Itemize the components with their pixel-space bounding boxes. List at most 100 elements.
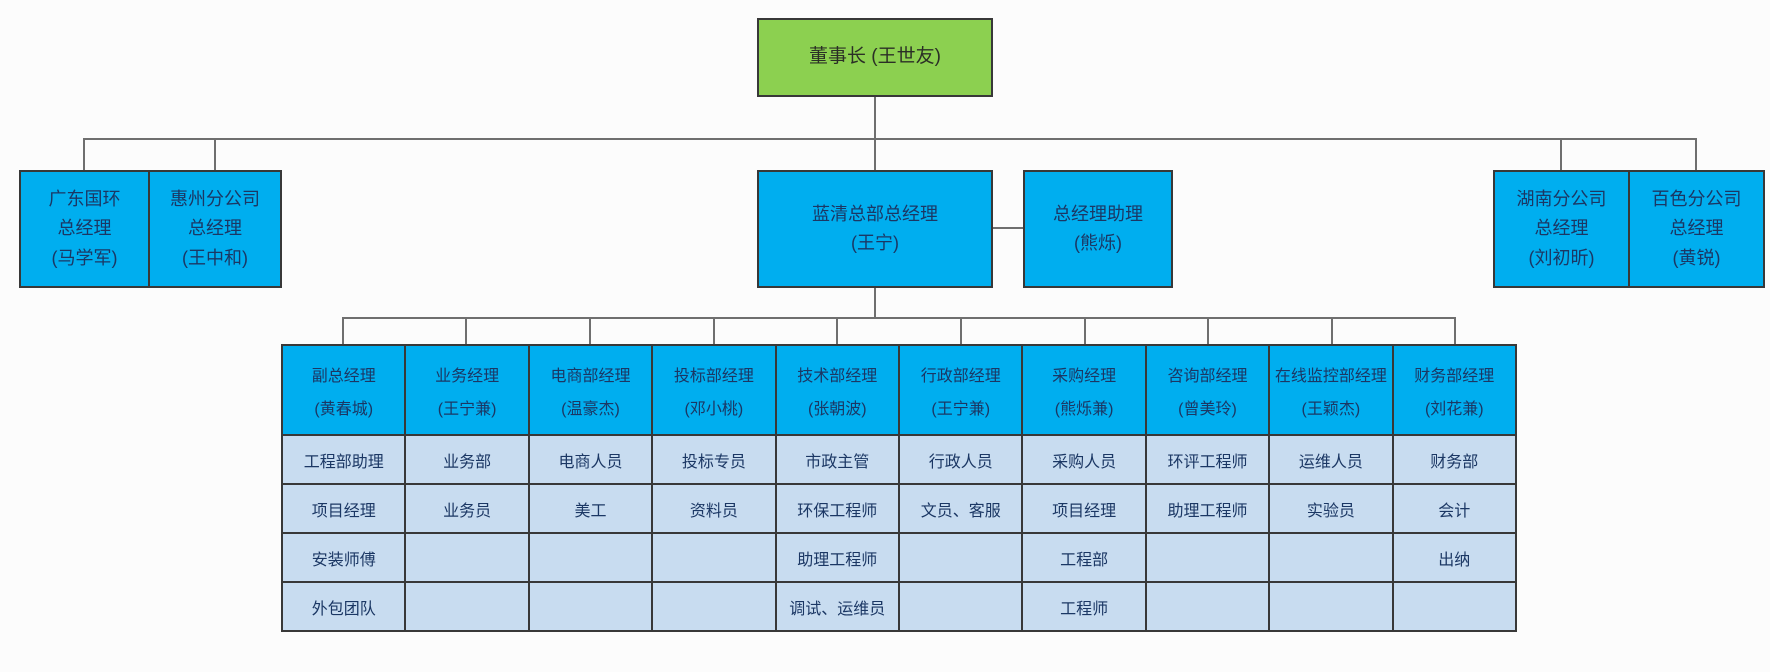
connector-assistant-link xyxy=(993,227,1023,229)
staff-cell: 项目经理 xyxy=(1023,485,1145,532)
connector-drop-dept-5 xyxy=(836,319,838,344)
dept-head: 行政部经理 (王宁兼) xyxy=(900,346,1022,434)
dept-head: 采购经理 (熊烁兼) xyxy=(1023,346,1145,434)
dept-title: 业务经理 xyxy=(435,367,500,385)
dept-title: 财务部经理 xyxy=(1414,367,1495,385)
dept-column-business: 业务经理 (王宁兼) 业务部 业务员 xyxy=(406,346,528,630)
dept-title: 采购经理 xyxy=(1052,367,1117,385)
connector-drop-dept-4 xyxy=(713,319,715,344)
dept-column-technology: 技术部经理 (张朝波) 市政主管 环保工程师 助理工程师 调试、运维员 xyxy=(776,346,898,630)
dept-column-finance: 财务部经理 (刘花兼) 财务部 会计 出纳 xyxy=(1393,346,1515,630)
chairman-box: 董事长 (王世友) xyxy=(757,18,993,97)
staff-cell xyxy=(406,534,528,581)
dept-title: 在线监控部经理 xyxy=(1274,367,1387,385)
dept-column-online-monitoring: 在线监控部经理 (王颖杰) 运维人员 实验员 xyxy=(1270,346,1392,630)
staff-cell: 运维人员 xyxy=(1270,436,1392,483)
dept-manager-name: (刘花兼) xyxy=(1424,400,1484,418)
connector-drop-dept-8 xyxy=(1207,319,1209,344)
staff-cell xyxy=(900,583,1022,630)
connector-drop-baise xyxy=(1695,140,1697,170)
dept-column-procurement: 采购经理 (熊烁兼) 采购人员 项目经理 工程部 工程师 xyxy=(1023,346,1145,630)
staff-cell xyxy=(1270,583,1392,630)
staff-cell: 项目经理 xyxy=(283,485,405,532)
connector-chairman-drop xyxy=(874,97,876,140)
staff-cell: 工程师 xyxy=(1023,583,1145,630)
dept-head: 业务经理 (王宁兼) xyxy=(406,346,528,434)
dept-head: 财务部经理 (刘花兼) xyxy=(1393,346,1515,434)
connector-lanqing-down xyxy=(874,288,876,319)
connector-level2-bus xyxy=(83,138,1697,140)
staff-cell: 会计 xyxy=(1393,485,1515,532)
staff-cell: 行政人员 xyxy=(900,436,1022,483)
dept-column-consulting: 咨询部经理 (曾美玲) 环评工程师 助理工程师 xyxy=(1146,346,1269,630)
dept-head: 投标部经理 (邓小桃) xyxy=(653,346,775,434)
staff-cell xyxy=(529,534,652,581)
staff-cell xyxy=(1146,534,1269,581)
staff-cell: 市政主管 xyxy=(776,436,898,483)
staff-cell xyxy=(653,534,775,581)
department-table: 副总经理 (黄春城) 工程部助理 项目经理 安装师傅 外包团队 业务经理 (王宁… xyxy=(281,344,1517,632)
exec-box-hunan: 湖南分公司 总经理 (刘初昕) xyxy=(1493,170,1630,288)
staff-cell: 财务部 xyxy=(1393,436,1515,483)
exec-box-assistant: 总经理助理 (熊烁) xyxy=(1023,170,1173,288)
staff-cell: 文员、客服 xyxy=(900,485,1022,532)
staff-cell xyxy=(900,534,1022,581)
dept-column-bidding: 投标部经理 (邓小桃) 投标专员 资料员 xyxy=(653,346,775,630)
staff-cell: 环保工程师 xyxy=(776,485,898,532)
connector-drop-lanqing xyxy=(874,140,876,170)
staff-cell: 美工 xyxy=(529,485,652,532)
dept-manager-name: (王颖杰) xyxy=(1301,400,1361,418)
dept-title: 投标部经理 xyxy=(673,367,754,385)
staff-cell: 工程部 xyxy=(1023,534,1145,581)
dept-manager-name: (熊烁兼) xyxy=(1054,400,1114,418)
staff-cell: 助理工程师 xyxy=(776,534,898,581)
dept-manager-name: (王宁兼) xyxy=(931,400,991,418)
dept-manager-name: (曾美玲) xyxy=(1178,400,1237,418)
staff-cell: 出纳 xyxy=(1393,534,1515,581)
connector-drop-dept-9 xyxy=(1331,319,1333,344)
staff-cell: 外包团队 xyxy=(283,583,405,630)
connector-level3-bus xyxy=(342,317,1456,319)
connector-drop-dept-10 xyxy=(1454,319,1456,344)
dept-head: 咨询部经理 (曾美玲) xyxy=(1146,346,1269,434)
connector-drop-dept-1 xyxy=(342,319,344,344)
dept-manager-name: (温豪杰) xyxy=(561,400,620,418)
staff-cell: 业务员 xyxy=(406,485,528,532)
staff-cell: 实验员 xyxy=(1270,485,1392,532)
staff-cell: 资料员 xyxy=(653,485,775,532)
dept-title: 行政部经理 xyxy=(920,367,1001,385)
dept-manager-name: (邓小桃) xyxy=(684,400,744,418)
dept-column-admin: 行政部经理 (王宁兼) 行政人员 文员、客服 xyxy=(900,346,1022,630)
dept-title: 电商部经理 xyxy=(550,367,631,385)
connector-drop-dept-2 xyxy=(465,319,467,344)
staff-cell xyxy=(1393,583,1515,630)
exec-box-lanqing: 蓝清总部总经理 (王宁) xyxy=(757,170,993,288)
connector-drop-dept-6 xyxy=(960,319,962,344)
dept-title: 副总经理 xyxy=(311,367,376,385)
staff-cell: 调试、运维员 xyxy=(776,583,898,630)
dept-head: 在线监控部经理 (王颖杰) xyxy=(1270,346,1392,434)
staff-cell: 安装师傅 xyxy=(283,534,405,581)
staff-cell: 工程部助理 xyxy=(283,436,405,483)
dept-title: 咨询部经理 xyxy=(1167,367,1248,385)
staff-cell xyxy=(406,583,528,630)
staff-cell xyxy=(653,583,775,630)
staff-cell: 采购人员 xyxy=(1023,436,1145,483)
connector-drop-guangdong xyxy=(83,140,85,170)
exec-box-baise: 百色分公司 总经理 (黄锐) xyxy=(1628,170,1765,288)
staff-cell xyxy=(1270,534,1392,581)
staff-cell xyxy=(1146,583,1269,630)
staff-cell: 电商人员 xyxy=(529,436,652,483)
connector-drop-huizhou xyxy=(214,140,216,170)
staff-cell: 环评工程师 xyxy=(1146,436,1269,483)
connector-drop-dept-3 xyxy=(589,319,591,344)
connector-drop-dept-7 xyxy=(1084,319,1086,344)
dept-title: 技术部经理 xyxy=(797,367,878,385)
dept-head: 技术部经理 (张朝波) xyxy=(776,346,898,434)
dept-column-ecommerce: 电商部经理 (温豪杰) 电商人员 美工 xyxy=(529,346,652,630)
connector-drop-hunan xyxy=(1560,140,1562,170)
dept-head: 副总经理 (黄春城) xyxy=(283,346,405,434)
staff-cell: 业务部 xyxy=(406,436,528,483)
exec-box-huizhou: 惠州分公司 总经理 (王中和) xyxy=(148,170,282,288)
